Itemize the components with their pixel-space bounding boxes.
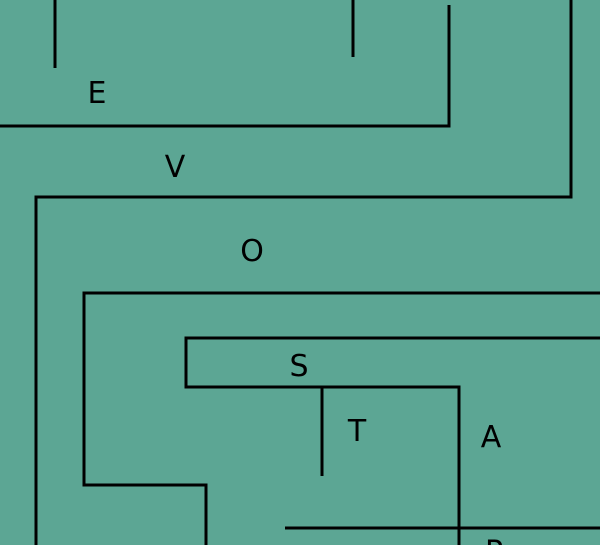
- maze-letter-o: O: [240, 234, 264, 269]
- maze-letter-a: A: [480, 420, 502, 455]
- maze-wall: [82, 291, 600, 545]
- maze-letter-s: S: [289, 349, 309, 384]
- maze-wall: [0, 5, 451, 128]
- maze-letter-v: V: [164, 150, 186, 185]
- maze-wall: [184, 336, 600, 545]
- maze-letter-t: T: [347, 414, 367, 449]
- maze-letter-e: E: [87, 76, 107, 111]
- maze-wall: [34, 0, 573, 545]
- maze-letter-p: P: [485, 538, 503, 545]
